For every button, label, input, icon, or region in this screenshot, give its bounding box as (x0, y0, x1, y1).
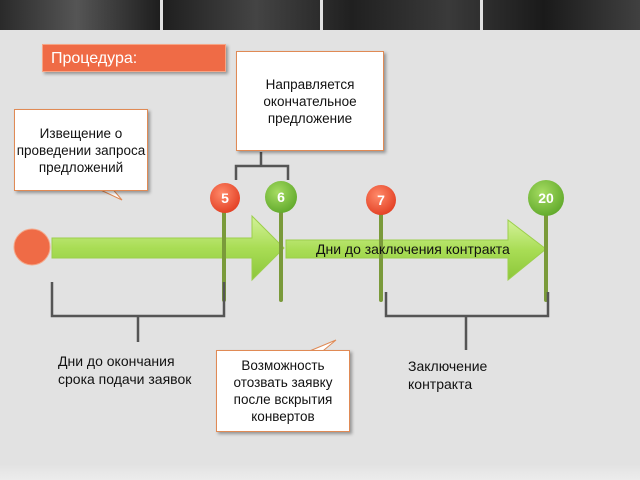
bracket-contract (384, 292, 550, 350)
procedure-title: Процедура: (42, 44, 226, 72)
bracket-days-to-deadline (50, 282, 226, 342)
day-marker-20: 20 (528, 180, 564, 216)
bracket-final-offer (234, 152, 290, 180)
notice-callout: Извещение о проведении запроса предложен… (14, 109, 148, 191)
final-offer-callout-text: Направляется окончательное предложение (263, 76, 357, 126)
day-marker-label: 6 (277, 189, 285, 205)
start-circle (13, 228, 51, 266)
withdraw-callout-text: Возможность отозвать заявку после вскрыт… (233, 358, 333, 424)
days-to-deadline-label: Дни до окончания срока подачи заявок (58, 353, 192, 387)
day-marker-label: 20 (538, 190, 554, 206)
day-markers: 5 6 7 20 (210, 180, 564, 216)
brackets (50, 152, 550, 350)
arrow-deadline (51, 214, 285, 282)
footer-strip (0, 464, 640, 480)
notice-callout-text: Извещение о проведении запроса предложен… (16, 125, 146, 175)
day-marker-label: 7 (377, 192, 385, 208)
day-marker-6: 6 (265, 181, 297, 213)
header-image-strip (0, 0, 640, 30)
contract-label: Заключение контракта (408, 358, 488, 392)
day-marker-5: 5 (210, 183, 240, 213)
arrow-contract (285, 218, 547, 282)
callout-tails (91, 185, 337, 356)
withdraw-callout: Возможность отозвать заявку после вскрыт… (216, 350, 350, 432)
day-marker-label: 5 (221, 190, 229, 206)
final-offer-callout: Направляется окончательное предложение (236, 51, 384, 151)
day-marker-7: 7 (366, 185, 396, 215)
days-to-contract-label: Дни до заключения контракта (316, 241, 510, 257)
